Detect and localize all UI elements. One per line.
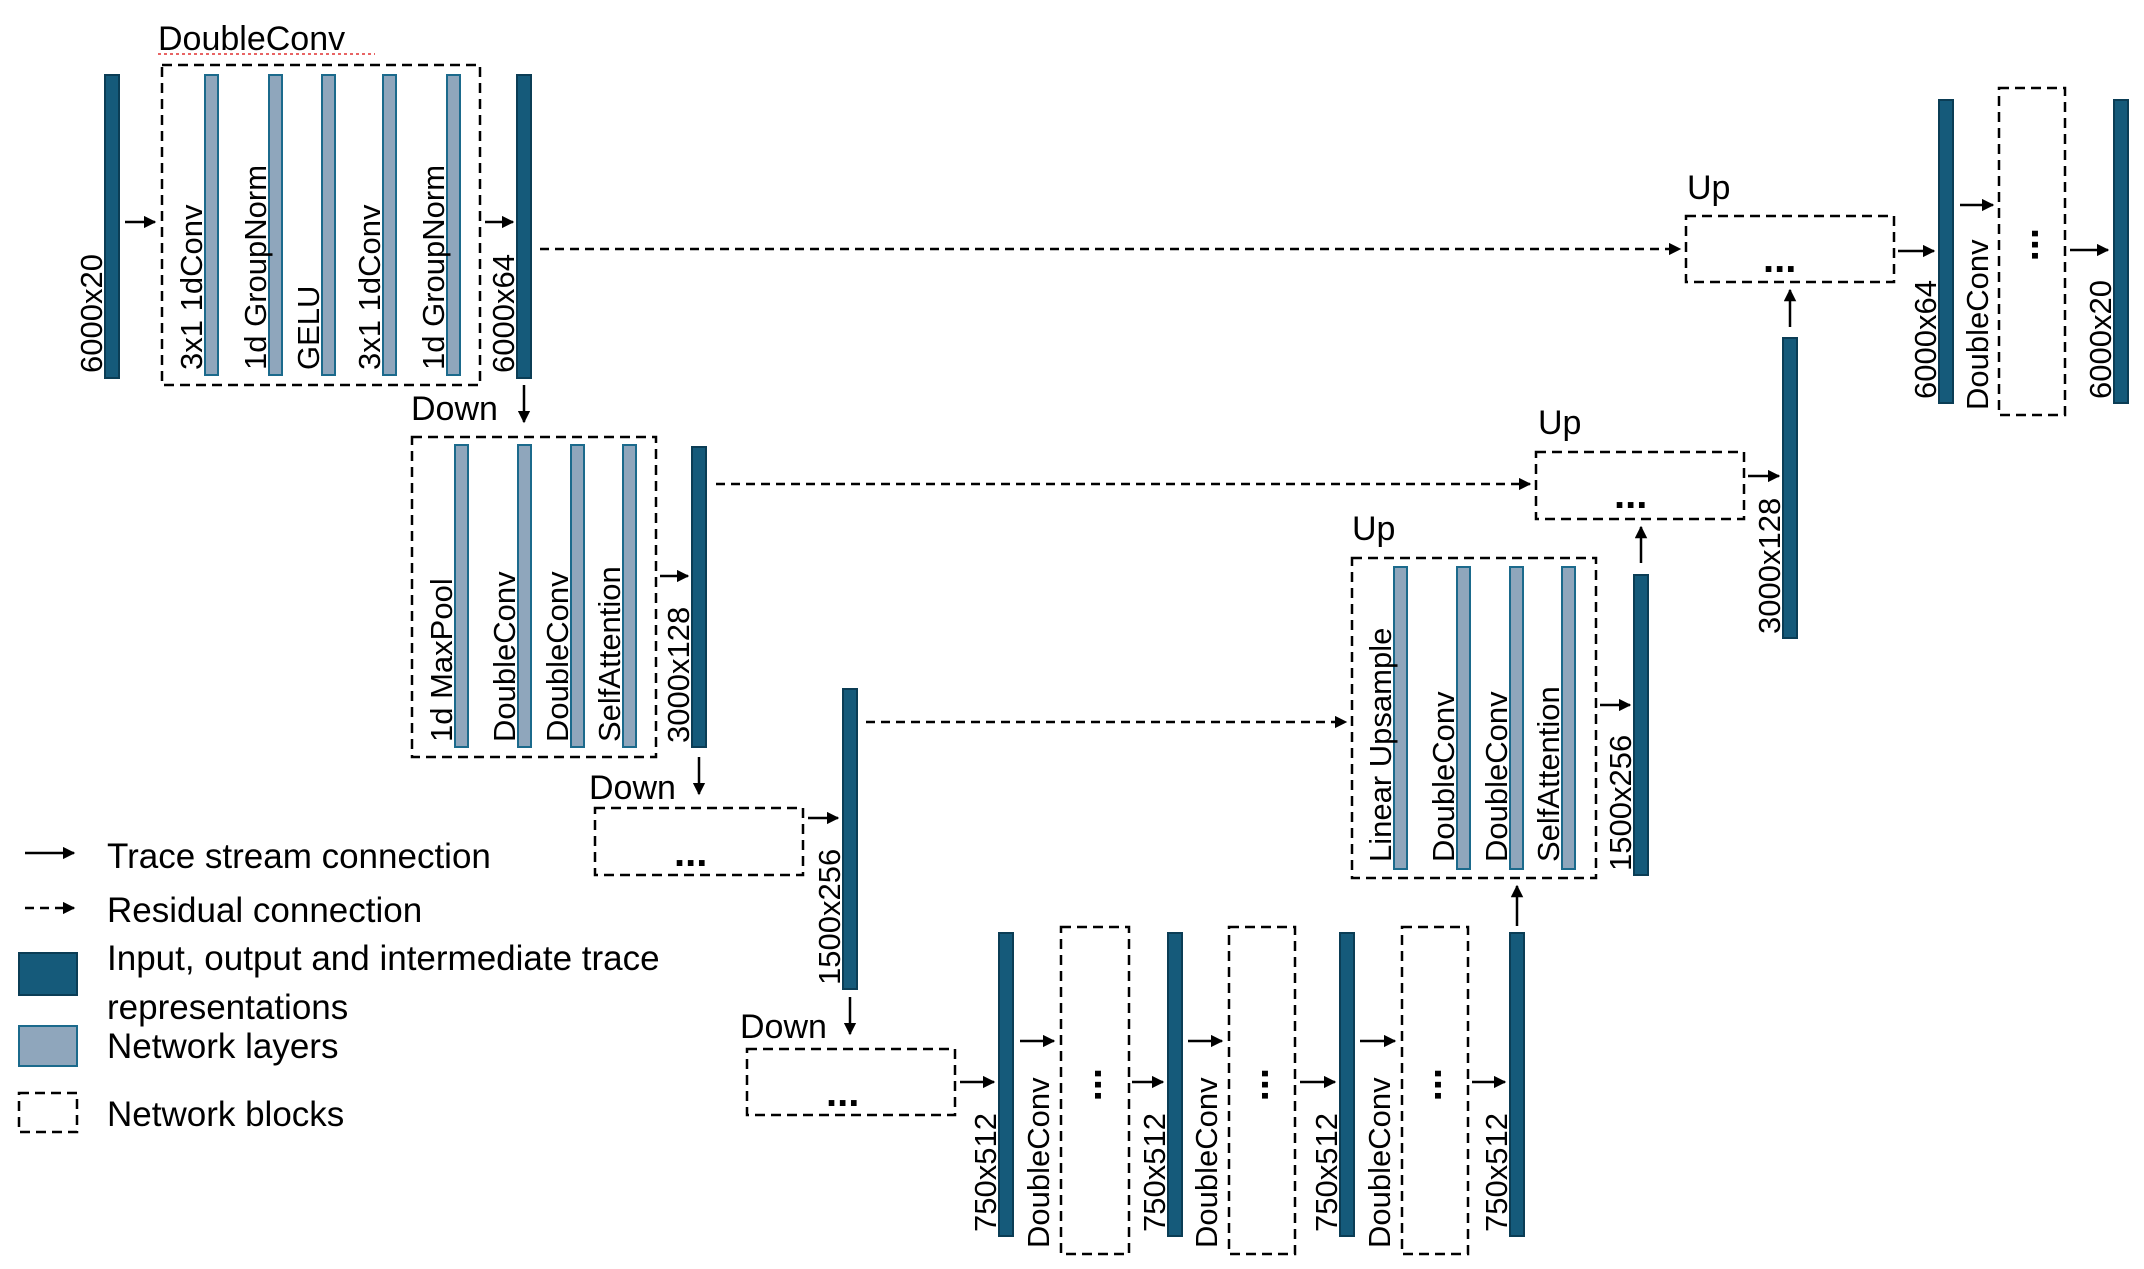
side-label-bottleneck-1: DoubleConv: [1021, 1077, 1056, 1248]
layer-label-doubleconv-4: 3x1 1dConv: [352, 204, 387, 370]
legend-representations-label-2: representations: [107, 988, 348, 1027]
down-3-title: Down: [740, 1008, 827, 1046]
layer-labels: 3x1 1dConv 1d GroupNorm GELU 3x1 1dConv …: [174, 165, 1995, 1248]
representation-output: [2113, 99, 2129, 404]
label-dec2: 3000x128: [1752, 498, 1787, 634]
block-down-3: [745, 1047, 957, 1117]
label-b4: 750x512: [1479, 1113, 1514, 1232]
block-bottleneck-2: [1227, 925, 1297, 1256]
block-up-1: [1350, 556, 1598, 880]
label-output: 6000x20: [2083, 280, 2118, 399]
representation-bottleneck-1: [998, 932, 1014, 1237]
legend-representations-label-1: Input, output and intermediate trace: [107, 939, 660, 978]
layer-label-up-2: DoubleConv: [1426, 691, 1461, 862]
down-1-title: Down: [411, 390, 498, 428]
layer-down-1: [454, 444, 469, 748]
representation-enc3: [842, 688, 858, 990]
label-dec3: 1500x256: [1603, 735, 1638, 871]
label-input: 6000x20: [74, 254, 109, 373]
block-down-2: [593, 806, 805, 877]
layer-doubleconv-3: [321, 74, 336, 376]
block-titles: DoubleConv Down Down Down Up Up Up: [158, 20, 1730, 1046]
ellipsis-up-3: ...: [1763, 237, 1796, 281]
representation-dec2: [1782, 337, 1798, 639]
layer-label-down-2: DoubleConv: [487, 571, 522, 742]
label-b1: 750x512: [968, 1113, 1003, 1232]
layer-up-3: [1509, 566, 1524, 870]
legend-representation-swatch: [18, 952, 78, 996]
doubleconv-title: DoubleConv: [158, 20, 345, 58]
representation-enc2: [691, 446, 707, 748]
ellipsis-up-2: ...: [1614, 473, 1647, 517]
ellipses: ... ... ... ... ... ... ... ...: [674, 228, 2067, 1115]
down-2-title: Down: [589, 769, 676, 807]
layer-label-doubleconv-5: 1d GroupNorm: [416, 165, 451, 370]
layer-label-doubleconv-2: 1d GroupNorm: [238, 165, 273, 370]
side-label-bottleneck-3: DoubleConv: [1362, 1077, 1397, 1248]
layer-doubleconv-2: [268, 74, 283, 376]
layer-doubleconv-4: [382, 74, 397, 376]
label-b3: 750x512: [1309, 1113, 1344, 1232]
legend-residual-label: Residual connection: [107, 891, 422, 930]
layer-label-up-1: Linear Upsample: [1363, 628, 1398, 862]
layer-label-doubleconv-3: GELU: [291, 286, 326, 370]
trace-stream-arrows: [25, 198, 2110, 1089]
ellipsis-bottleneck-3: ...: [1426, 1068, 1470, 1101]
representation-bottleneck-4: [1509, 932, 1525, 1237]
legend-layers-label: Network layers: [107, 1027, 338, 1066]
legend-blocks-label: Network blocks: [107, 1095, 344, 1134]
up-2-title: Up: [1538, 404, 1581, 442]
layer-label-down-1: 1d MaxPool: [424, 578, 459, 742]
legend: Trace stream connection Residual connect…: [17, 837, 660, 1134]
representations: [104, 74, 2129, 1237]
block-down-1: [410, 435, 658, 759]
legend-block-swatch: [17, 1091, 79, 1134]
layer-label-up-4: SelfAttention: [1531, 686, 1566, 862]
residual-arrows: [25, 242, 1682, 915]
ellipsis-down-3: ...: [826, 1071, 859, 1115]
layer-doubleconv-5: [446, 74, 461, 376]
label-enc2: 3000x128: [661, 607, 696, 743]
layer-doubleconv-1: [204, 74, 219, 376]
layer-up-2: [1456, 566, 1471, 870]
up-3-title: Up: [1687, 169, 1730, 207]
block-final: [1997, 86, 2067, 417]
layer-label-up-3: DoubleConv: [1479, 691, 1514, 862]
layer-down-4: [622, 444, 637, 748]
layer-down-2: [517, 444, 532, 748]
label-b2: 750x512: [1137, 1113, 1172, 1232]
layer-up-4: [1561, 566, 1576, 870]
ellipsis-bottleneck-1: ...: [1086, 1068, 1130, 1101]
legend-layer-swatch: [18, 1025, 78, 1067]
up-1-title: Up: [1352, 510, 1395, 548]
layer-label-down-4: SelfAttention: [592, 566, 627, 742]
ellipsis-down-2: ...: [674, 831, 707, 875]
network-blocks: [160, 63, 2067, 1256]
layer-up-1: [1393, 566, 1408, 870]
representation-bottleneck-2: [1167, 932, 1183, 1237]
label-enc1: 6000x64: [486, 254, 521, 373]
representation-dec3: [1633, 574, 1649, 876]
block-up-3: [1684, 214, 1896, 284]
ellipsis-bottleneck-2: ...: [1253, 1068, 1297, 1101]
block-up-2: [1534, 450, 1746, 521]
layer-label-down-3: DoubleConv: [540, 571, 575, 742]
representation-dec1: [1938, 99, 1954, 404]
block-bottleneck-1: [1059, 925, 1131, 1256]
label-enc3: 1500x256: [812, 849, 847, 985]
ellipsis-final: ...: [2023, 228, 2067, 261]
representation-enc1: [516, 74, 532, 379]
side-label-bottleneck-2: DoubleConv: [1189, 1077, 1224, 1248]
legend-trace-stream-label: Trace stream connection: [107, 837, 491, 876]
layer-down-3: [570, 444, 585, 748]
label-dec1: 6000x64: [1908, 280, 1943, 399]
network-layers: [204, 74, 1576, 870]
layer-label-doubleconv-1: 3x1 1dConv: [174, 204, 209, 370]
representation-input: [104, 74, 120, 379]
representation-bottleneck-3: [1339, 932, 1355, 1237]
block-bottleneck-3: [1400, 925, 1470, 1256]
representation-labels: 6000x20 6000x64 3000x128 1500x256 750x51…: [74, 254, 2118, 1232]
side-label-final: DoubleConv: [1960, 239, 1995, 410]
